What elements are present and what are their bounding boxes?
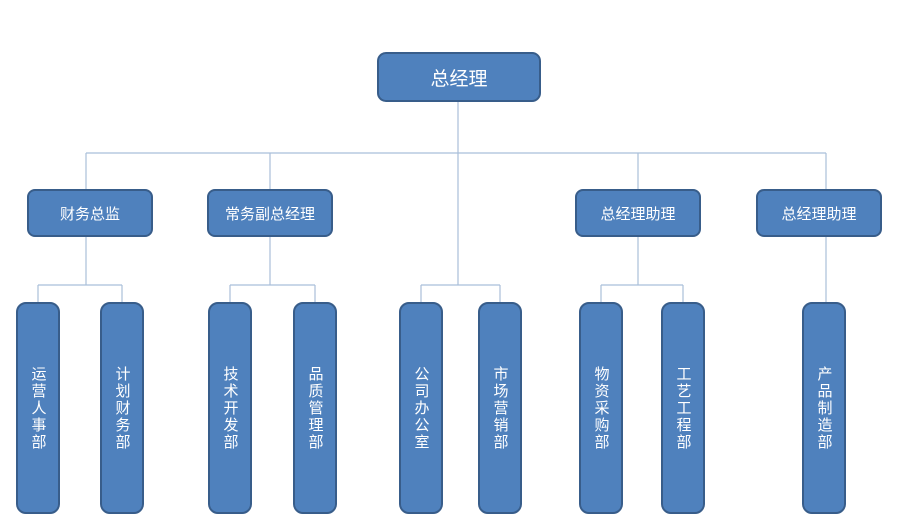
node-general-manager: 总经理 <box>377 52 541 102</box>
node-planning-finance-dept: 计划财务部 <box>100 302 144 514</box>
node-executive-deputy-gm: 常务副总经理 <box>207 189 333 237</box>
node-label: 品质管理部 <box>306 365 325 451</box>
node-manufacturing-dept: 产品制造部 <box>802 302 846 514</box>
node-label: 工艺工程部 <box>674 365 693 451</box>
node-marketing-dept: 市场营销部 <box>478 302 522 514</box>
node-label: 总经理助理 <box>781 204 857 223</box>
node-label: 物资采购部 <box>592 365 611 451</box>
node-label: 常务副总经理 <box>224 204 315 223</box>
node-gm-assistant-1: 总经理助理 <box>575 189 701 237</box>
node-company-office: 公司办公室 <box>399 302 443 514</box>
node-label: 财务总监 <box>59 204 120 223</box>
node-label: 总经理 <box>430 67 488 90</box>
node-label: 运营人事部 <box>29 365 48 451</box>
node-tech-development-dept: 技术开发部 <box>208 302 252 514</box>
node-label: 产品制造部 <box>815 365 834 451</box>
node-operations-hr-dept: 运营人事部 <box>16 302 60 514</box>
node-quality-management-dept: 品质管理部 <box>293 302 337 514</box>
node-label: 计划财务部 <box>113 365 132 451</box>
node-label: 公司办公室 <box>412 365 431 451</box>
node-gm-assistant-2: 总经理助理 <box>756 189 882 237</box>
node-process-engineering-dept: 工艺工程部 <box>661 302 705 514</box>
node-finance-director: 财务总监 <box>27 189 153 237</box>
node-label: 市场营销部 <box>491 365 510 451</box>
node-label: 总经理助理 <box>600 204 676 223</box>
node-purchasing-dept: 物资采购部 <box>579 302 623 514</box>
node-label: 技术开发部 <box>221 365 240 451</box>
